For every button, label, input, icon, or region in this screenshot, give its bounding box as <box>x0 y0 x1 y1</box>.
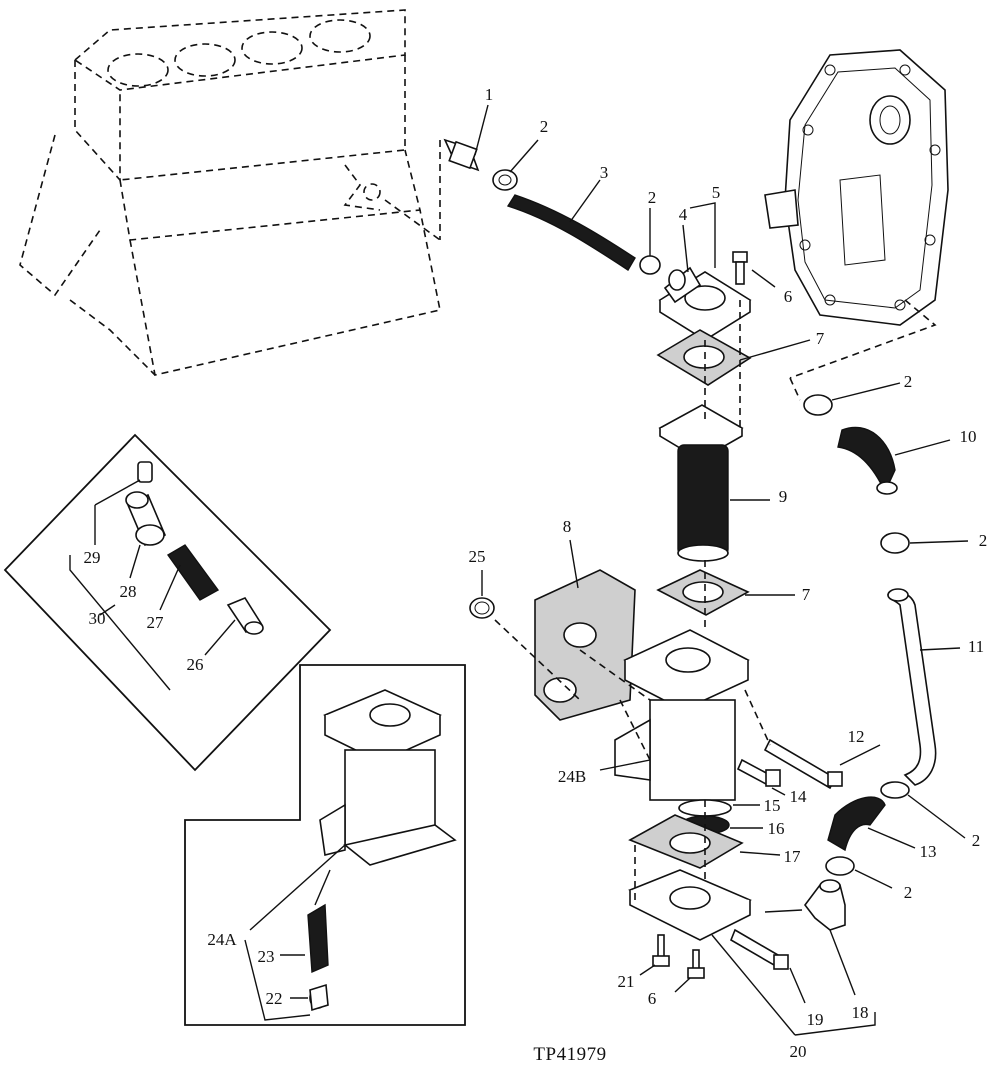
part-7-gasket-lower <box>656 569 795 616</box>
reference-code: TP41979 <box>533 1044 606 1065</box>
part-6-bolt-lower <box>674 949 705 993</box>
part-18-elbow <box>764 879 856 996</box>
engine-block-phantom <box>19 9 441 376</box>
callout-2: 2 <box>979 531 988 550</box>
assembly-guide-lines <box>494 300 801 905</box>
callout-3: 3 <box>600 163 609 182</box>
part-24b-housing <box>599 629 750 801</box>
callout-2: 2 <box>904 883 913 902</box>
callout-1: 1 <box>485 85 494 104</box>
callout-24b: 24B <box>558 767 586 786</box>
callout-17: 17 <box>784 847 802 866</box>
callout-4: 4 <box>679 205 688 224</box>
part-2-clamp-housing <box>639 208 661 275</box>
part-20-cover <box>628 869 876 1036</box>
callout-13: 13 <box>920 842 937 861</box>
callout-14: 14 <box>790 787 808 806</box>
part-15-seal <box>678 799 760 817</box>
callout-16: 16 <box>768 819 785 838</box>
callout-9: 9 <box>779 487 788 506</box>
inset-valve-kit <box>3 433 332 772</box>
callout-2: 2 <box>972 831 981 850</box>
part-9-thermostat <box>658 404 770 562</box>
callout-6: 6 <box>648 989 657 1008</box>
callout-21: 21 <box>618 972 635 991</box>
part-2-clamp-bottom-right <box>825 856 893 889</box>
callout-6: 6 <box>784 287 793 306</box>
part-10-hose <box>837 426 951 495</box>
callout-15: 15 <box>764 796 781 815</box>
callout-22: 22 <box>266 989 283 1008</box>
part-25-o-ring <box>469 570 495 619</box>
callout-18: 18 <box>852 1003 869 1022</box>
part-11-tube <box>887 588 961 786</box>
part-12-bolt <box>763 738 881 790</box>
part-8-manifold-gasket <box>534 539 636 721</box>
callout-11: 11 <box>968 637 984 656</box>
callout-2: 2 <box>648 188 657 207</box>
callout-26: 26 <box>187 655 204 674</box>
callout-19: 19 <box>807 1010 824 1029</box>
callout-10: 10 <box>960 427 977 446</box>
callout-5: 5 <box>712 183 721 202</box>
part-21-bolt <box>639 934 670 976</box>
callout-7: 7 <box>802 585 811 604</box>
part-6-bolt-upper <box>732 251 776 288</box>
part-2-clamp-lower-right <box>880 781 966 839</box>
part-2-clamp-right-upper <box>803 382 901 416</box>
part-3-hose <box>506 179 636 271</box>
callout-labels: 1 2 3 2 4 5 6 7 2 10 9 2 8 25 7 11 12 24… <box>84 85 988 1061</box>
timing-gear-cover <box>764 49 949 379</box>
part-2-clamp-right-mid <box>880 532 969 554</box>
callout-25: 25 <box>469 547 486 566</box>
part-13-hose <box>827 796 916 852</box>
part-19-bolt <box>730 928 806 1004</box>
part-14-bolt <box>736 758 786 796</box>
callout-20: 20 <box>790 1042 807 1061</box>
part-1-fitting <box>443 104 489 172</box>
callout-24a: 24A <box>207 930 237 949</box>
callout-7: 7 <box>816 329 825 348</box>
callout-12: 12 <box>848 727 865 746</box>
part-7-gasket-upper <box>656 329 811 386</box>
callout-30: 30 <box>89 609 106 628</box>
callout-28: 28 <box>120 582 137 601</box>
part-5-thermostat-housing <box>658 202 752 341</box>
callout-2: 2 <box>904 372 913 391</box>
callout-8: 8 <box>563 517 572 536</box>
callout-23: 23 <box>258 947 275 966</box>
inset-housing-24a <box>184 664 466 1026</box>
callout-29: 29 <box>84 548 101 567</box>
part-2-clamp-upper <box>492 139 539 191</box>
callout-2: 2 <box>540 117 549 136</box>
callout-27: 27 <box>147 613 165 632</box>
part-17-gasket <box>628 814 781 869</box>
